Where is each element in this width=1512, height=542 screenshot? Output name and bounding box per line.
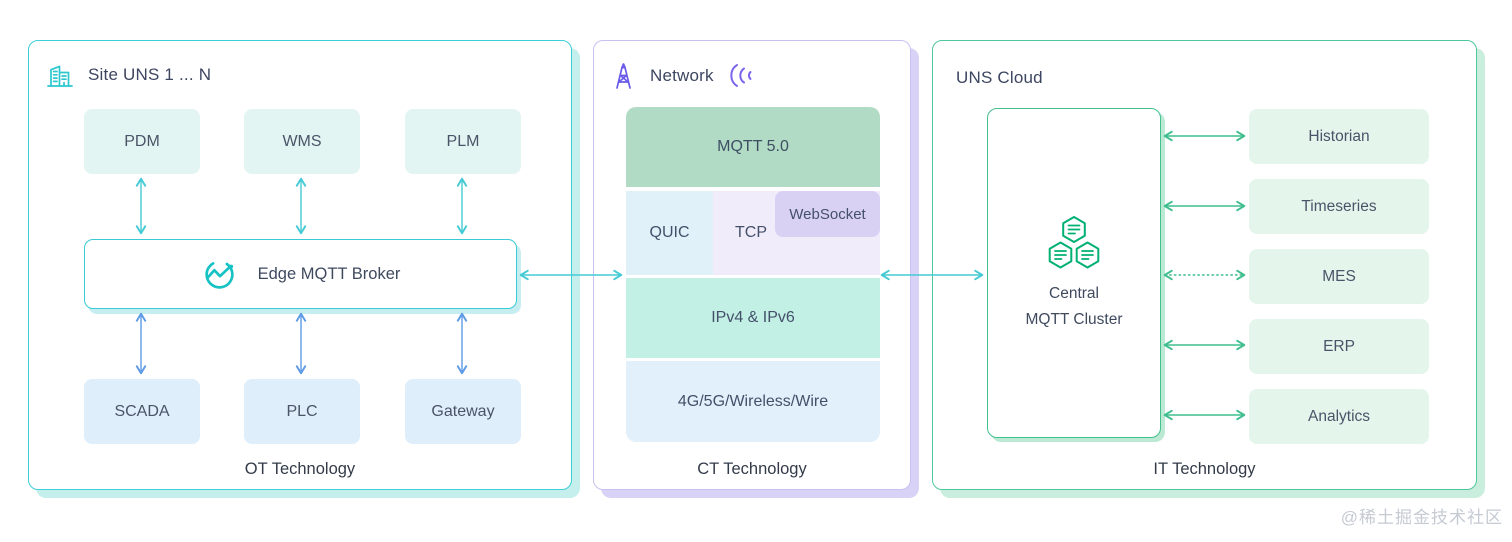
ot-technology-label: OT Technology: [244, 460, 356, 478]
box-wms: WMS: [244, 109, 360, 174]
ct-technology-label: CT Technology: [697, 460, 807, 478]
hexagon-cluster-icon: [1048, 215, 1100, 269]
layer-websocket-label: WebSocket: [789, 205, 866, 223]
edge-mqtt-broker-label: Edge MQTT Broker: [257, 264, 401, 283]
layer-transport: QUIC TCP WebSocket: [626, 191, 880, 275]
box-scada-label: SCADA: [114, 402, 170, 420]
box-erp-label: ERP: [1323, 337, 1355, 355]
box-analytics-label: Analytics: [1307, 407, 1371, 425]
box-mes: MES: [1249, 249, 1429, 304]
box-scada: SCADA: [84, 379, 200, 444]
box-historian: Historian: [1249, 109, 1429, 164]
box-erp: ERP: [1249, 319, 1429, 374]
box-plc-label: PLC: [286, 402, 318, 420]
layer-physical: 4G/5G/Wireless/Wire: [626, 361, 880, 442]
box-analytics: Analytics: [1249, 389, 1429, 444]
it-technology-label: IT Technology: [1153, 460, 1256, 478]
layer-mqtt: MQTT 5.0: [626, 107, 880, 187]
box-plm-label: PLM: [446, 132, 480, 150]
site-uns-panel: Site UNS 1 ... N PDM WMS PLM Edge MQTT B…: [28, 40, 572, 490]
box-timeseries-label: Timeseries: [1301, 197, 1377, 215]
cluster-label-line1: Central: [1049, 284, 1099, 302]
layer-ip: IPv4 & IPv6: [626, 278, 880, 358]
box-gateway-label: Gateway: [431, 402, 495, 420]
cloud-panel-title: UNS Cloud: [956, 68, 1043, 87]
signal-waves-icon: [730, 64, 752, 87]
buildings-icon: [47, 65, 73, 87]
central-mqtt-cluster-box: Central MQTT Cluster: [987, 108, 1161, 438]
box-historian-label: Historian: [1308, 127, 1370, 145]
site-panel-title: Site UNS 1 ... N: [88, 65, 212, 84]
box-pdm-label: PDM: [124, 132, 160, 150]
emq-pulse-icon: [204, 259, 234, 289]
network-panel-title: Network: [650, 65, 714, 85]
layer-websocket: WebSocket: [775, 191, 880, 237]
box-plc: PLC: [244, 379, 360, 444]
box-plm: PLM: [405, 109, 521, 174]
protocol-stack: MQTT 5.0 QUIC TCP WebSocket IPv4 & IPv6 …: [626, 107, 880, 442]
edge-mqtt-broker-box: Edge MQTT Broker: [84, 239, 517, 309]
box-pdm: PDM: [84, 109, 200, 174]
uns-cloud-panel: UNS Cloud Central MQTT Cluster Historian…: [932, 40, 1477, 490]
layer-quic-label: QUIC: [649, 224, 690, 241]
box-wms-label: WMS: [282, 132, 322, 150]
cloud-panel-header: UNS Cloud: [956, 68, 1043, 88]
cluster-label-line2: MQTT Cluster: [1025, 311, 1123, 328]
box-mes-label: MES: [1322, 267, 1356, 285]
box-timeseries: Timeseries: [1249, 179, 1429, 234]
layer-tcp-label: TCP: [735, 224, 767, 241]
layer-ip-label: IPv4 & IPv6: [711, 309, 795, 326]
layer-mqtt-label: MQTT 5.0: [717, 138, 789, 155]
network-panel: Network MQTT 5.0 QUIC TCP WebSocket IPv4…: [593, 40, 911, 490]
network-panel-header: Network: [610, 61, 755, 90]
watermark: @稀土掘金技术社区: [1340, 508, 1503, 527]
radio-tower-icon: [616, 63, 631, 89]
layer-quic: QUIC: [626, 191, 713, 275]
layer-tcp: TCP WebSocket: [713, 191, 880, 275]
box-gateway: Gateway: [405, 379, 521, 444]
layer-physical-label: 4G/5G/Wireless/Wire: [677, 392, 829, 410]
site-panel-header: Site UNS 1 ... N: [45, 61, 211, 89]
